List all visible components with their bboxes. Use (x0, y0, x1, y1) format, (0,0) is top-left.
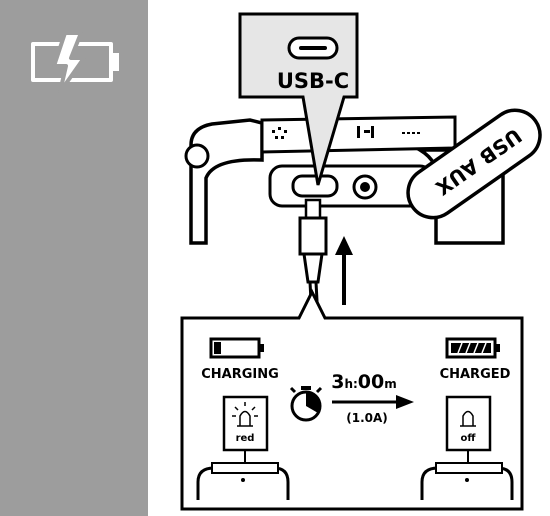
duration-label: 3h:00m (331, 371, 397, 393)
battery-empty-icon (209, 337, 264, 359)
usb-c-label: USB-C (277, 69, 349, 93)
duration-m-unit: m (384, 377, 397, 391)
progress-arrow (332, 395, 414, 409)
current-label: (1.0A) (346, 411, 388, 425)
duration-h-unit: h: (344, 377, 357, 391)
led-off-box: off (445, 395, 492, 452)
device-mini-left (196, 450, 290, 500)
duration-hours: 3 (331, 371, 344, 393)
device-mini-right (420, 450, 514, 500)
insert-arrow (335, 236, 353, 305)
led-red-box: red (222, 395, 269, 452)
usb-c-callout: USB-C (238, 12, 359, 186)
led-lit-icon (232, 402, 258, 427)
duration-minutes: 00 (358, 371, 384, 393)
usb-c-cable (298, 198, 328, 321)
charging-label: CHARGING (201, 367, 279, 382)
stopwatch-icon (289, 386, 323, 422)
led-off-label: off (461, 433, 477, 444)
battery-full-icon (445, 337, 500, 359)
led-red-label: red (236, 433, 255, 444)
battery-charging-icon (31, 31, 119, 94)
sidebar-band (0, 0, 148, 516)
charging-panel: CHARGING CHARGED 3h:00m (180, 288, 524, 511)
charged-label: CHARGED (440, 367, 511, 382)
led-unlit-icon (460, 410, 476, 427)
